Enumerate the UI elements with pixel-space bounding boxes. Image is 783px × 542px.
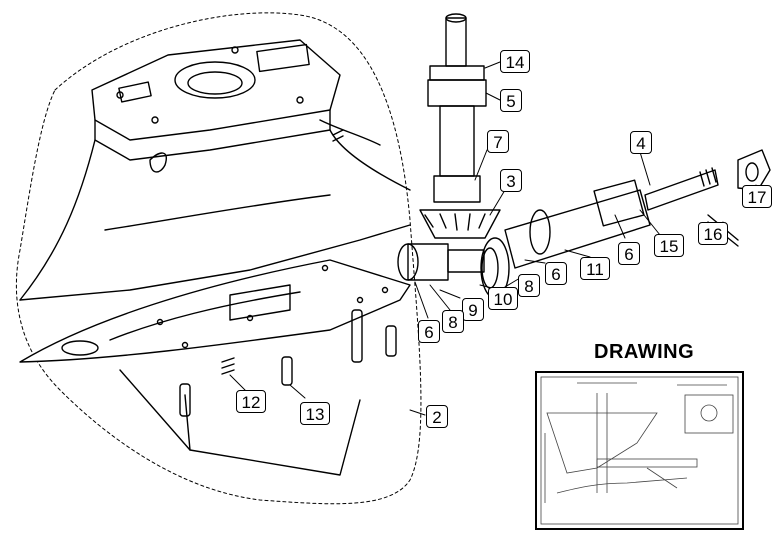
- callout-3: 3: [500, 169, 522, 192]
- technical-drawing-sketch: [540, 376, 739, 525]
- prop-shaft-assembly: [397, 149, 771, 281]
- screws: [179, 129, 397, 417]
- callout-7: 7: [487, 130, 509, 153]
- callout-15: 15: [654, 234, 684, 257]
- torpedo-nose: [19, 259, 411, 363]
- callout-14: 14: [500, 50, 530, 73]
- callout-9: 9: [462, 298, 484, 321]
- bevel-gears: [419, 209, 510, 299]
- callout-11: 11: [580, 257, 610, 280]
- callout-6a: 6: [618, 242, 640, 265]
- leader-lines: [229, 61, 757, 416]
- callout-8b: 8: [442, 310, 464, 333]
- drawing-title: DRAWING: [594, 341, 695, 363]
- callout-8a: 8: [518, 274, 540, 297]
- callout-12: 12: [236, 390, 266, 413]
- drive-shaft: [427, 13, 487, 203]
- callout-17: 17: [742, 185, 772, 208]
- callout-10: 10: [488, 287, 518, 310]
- housing-body: [19, 119, 411, 476]
- callout-2: 2: [426, 405, 448, 428]
- callout-4: 4: [630, 131, 652, 154]
- technical-drawing-thumbnail[interactable]: [535, 371, 744, 530]
- mounting-flange: [91, 39, 341, 161]
- callout-6b: 6: [545, 262, 567, 285]
- callout-16: 16: [698, 222, 728, 245]
- callout-13: 13: [300, 402, 330, 425]
- housing-dashed-outline: [15, 12, 422, 505]
- callout-6c: 6: [418, 320, 440, 343]
- callout-5: 5: [500, 89, 522, 112]
